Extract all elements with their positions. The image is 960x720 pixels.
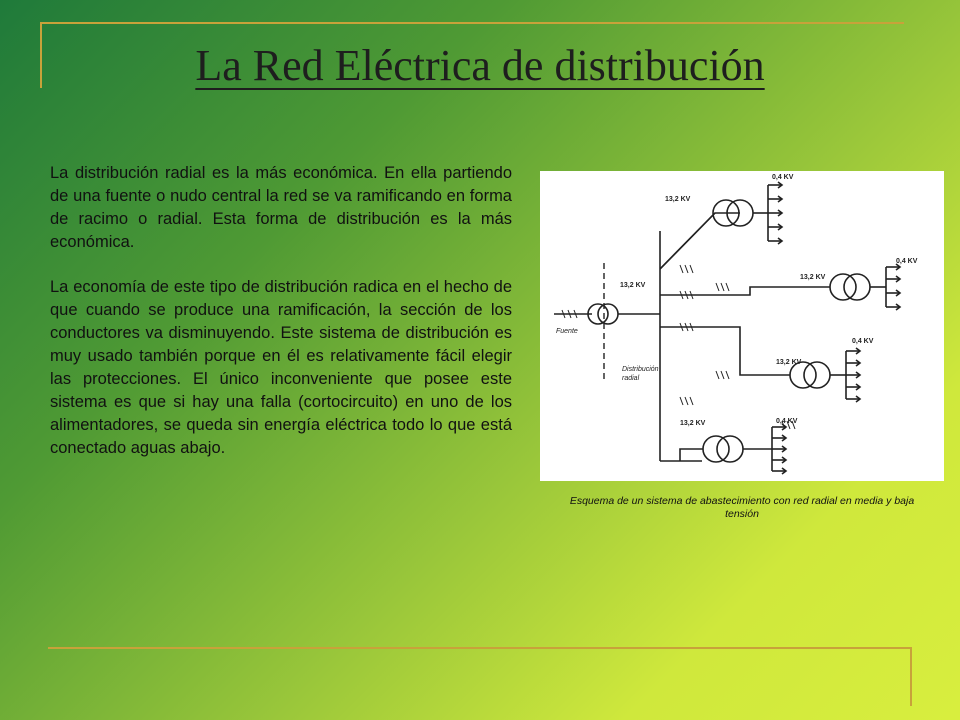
paragraph-2: La economía de este tipo de distribución… xyxy=(50,278,512,457)
bottom-accent-line xyxy=(48,647,912,649)
bottom-load-arrow-2 xyxy=(771,434,787,442)
body-text: La distribución radial es la más económi… xyxy=(50,162,512,482)
top-load-arrow-5 xyxy=(767,237,783,245)
top-load-arrow-2 xyxy=(767,195,783,203)
source-ticks xyxy=(561,309,578,319)
mid-load-arrow-3 xyxy=(845,371,861,379)
label-mv-top: 13,2 KV xyxy=(665,196,691,203)
label-mv-bottom: 13,2 KV xyxy=(680,420,706,427)
top-branch-line xyxy=(659,212,740,270)
mid-load-arrow-2 xyxy=(845,359,861,367)
figure-caption: Esquema de un sistema de abastecimiento … xyxy=(569,495,915,520)
paragraph-1: La distribución radial es la más económi… xyxy=(50,164,512,251)
main-transformer-left xyxy=(587,303,609,325)
label-lv-mid: 0,4 KV xyxy=(852,338,874,345)
mid-load-arrow-4 xyxy=(845,383,861,391)
bottom-load-arrow-3 xyxy=(771,445,787,453)
label-distribution-2: radial xyxy=(622,375,640,382)
middle-branch-line xyxy=(660,326,790,376)
label-lv-bottom: 0,4 KV xyxy=(776,418,798,425)
right-accent-line xyxy=(910,648,912,706)
slide-title: La Red Eléctrica de distribución xyxy=(195,41,765,90)
label-lv-top: 0,4 KV xyxy=(772,174,794,181)
top-load-arrow-4 xyxy=(767,223,783,231)
bottom-branch-to-transformer xyxy=(679,448,703,461)
right-load-arrow-2 xyxy=(885,275,901,283)
feeder-ticks xyxy=(679,264,796,430)
mid-transformer-right xyxy=(803,361,831,389)
mid-load-arrow-1 xyxy=(845,347,861,355)
label-lv-right: 0,4 KV xyxy=(896,258,918,265)
right-transformer-right xyxy=(843,273,871,301)
mid-load-arrow-5 xyxy=(845,395,861,403)
right-transformer-left xyxy=(829,273,857,301)
top-load-arrow-3 xyxy=(767,209,783,217)
right-branch-line xyxy=(660,286,830,296)
top-transformer-left xyxy=(712,199,740,227)
mid-transformer-left xyxy=(789,361,817,389)
label-mv-mid: 13,2 KV xyxy=(776,359,802,366)
left-accent-line xyxy=(40,22,42,88)
top-load-arrow-1 xyxy=(767,181,783,189)
right-load-arrow-4 xyxy=(885,303,901,311)
bottom-load-arrow-4 xyxy=(771,456,787,464)
bottom-load-arrow-5 xyxy=(771,467,787,475)
bottom-transformer-right xyxy=(716,435,744,463)
right-load-arrow-3 xyxy=(885,289,901,297)
label-source: Fuente xyxy=(556,328,578,335)
top-accent-line xyxy=(40,22,904,24)
diagram-svg: Fuente Distribución radial 13,2 KV 13,2 … xyxy=(554,174,918,475)
label-distribution: Distribución xyxy=(622,366,659,373)
bottom-transformer-left xyxy=(702,435,730,463)
radial-network-diagram: Fuente Distribución radial 13,2 KV 13,2 … xyxy=(540,171,944,481)
label-mv-main: 13,2 KV xyxy=(620,282,646,289)
label-mv-right: 13,2 KV xyxy=(800,274,826,281)
